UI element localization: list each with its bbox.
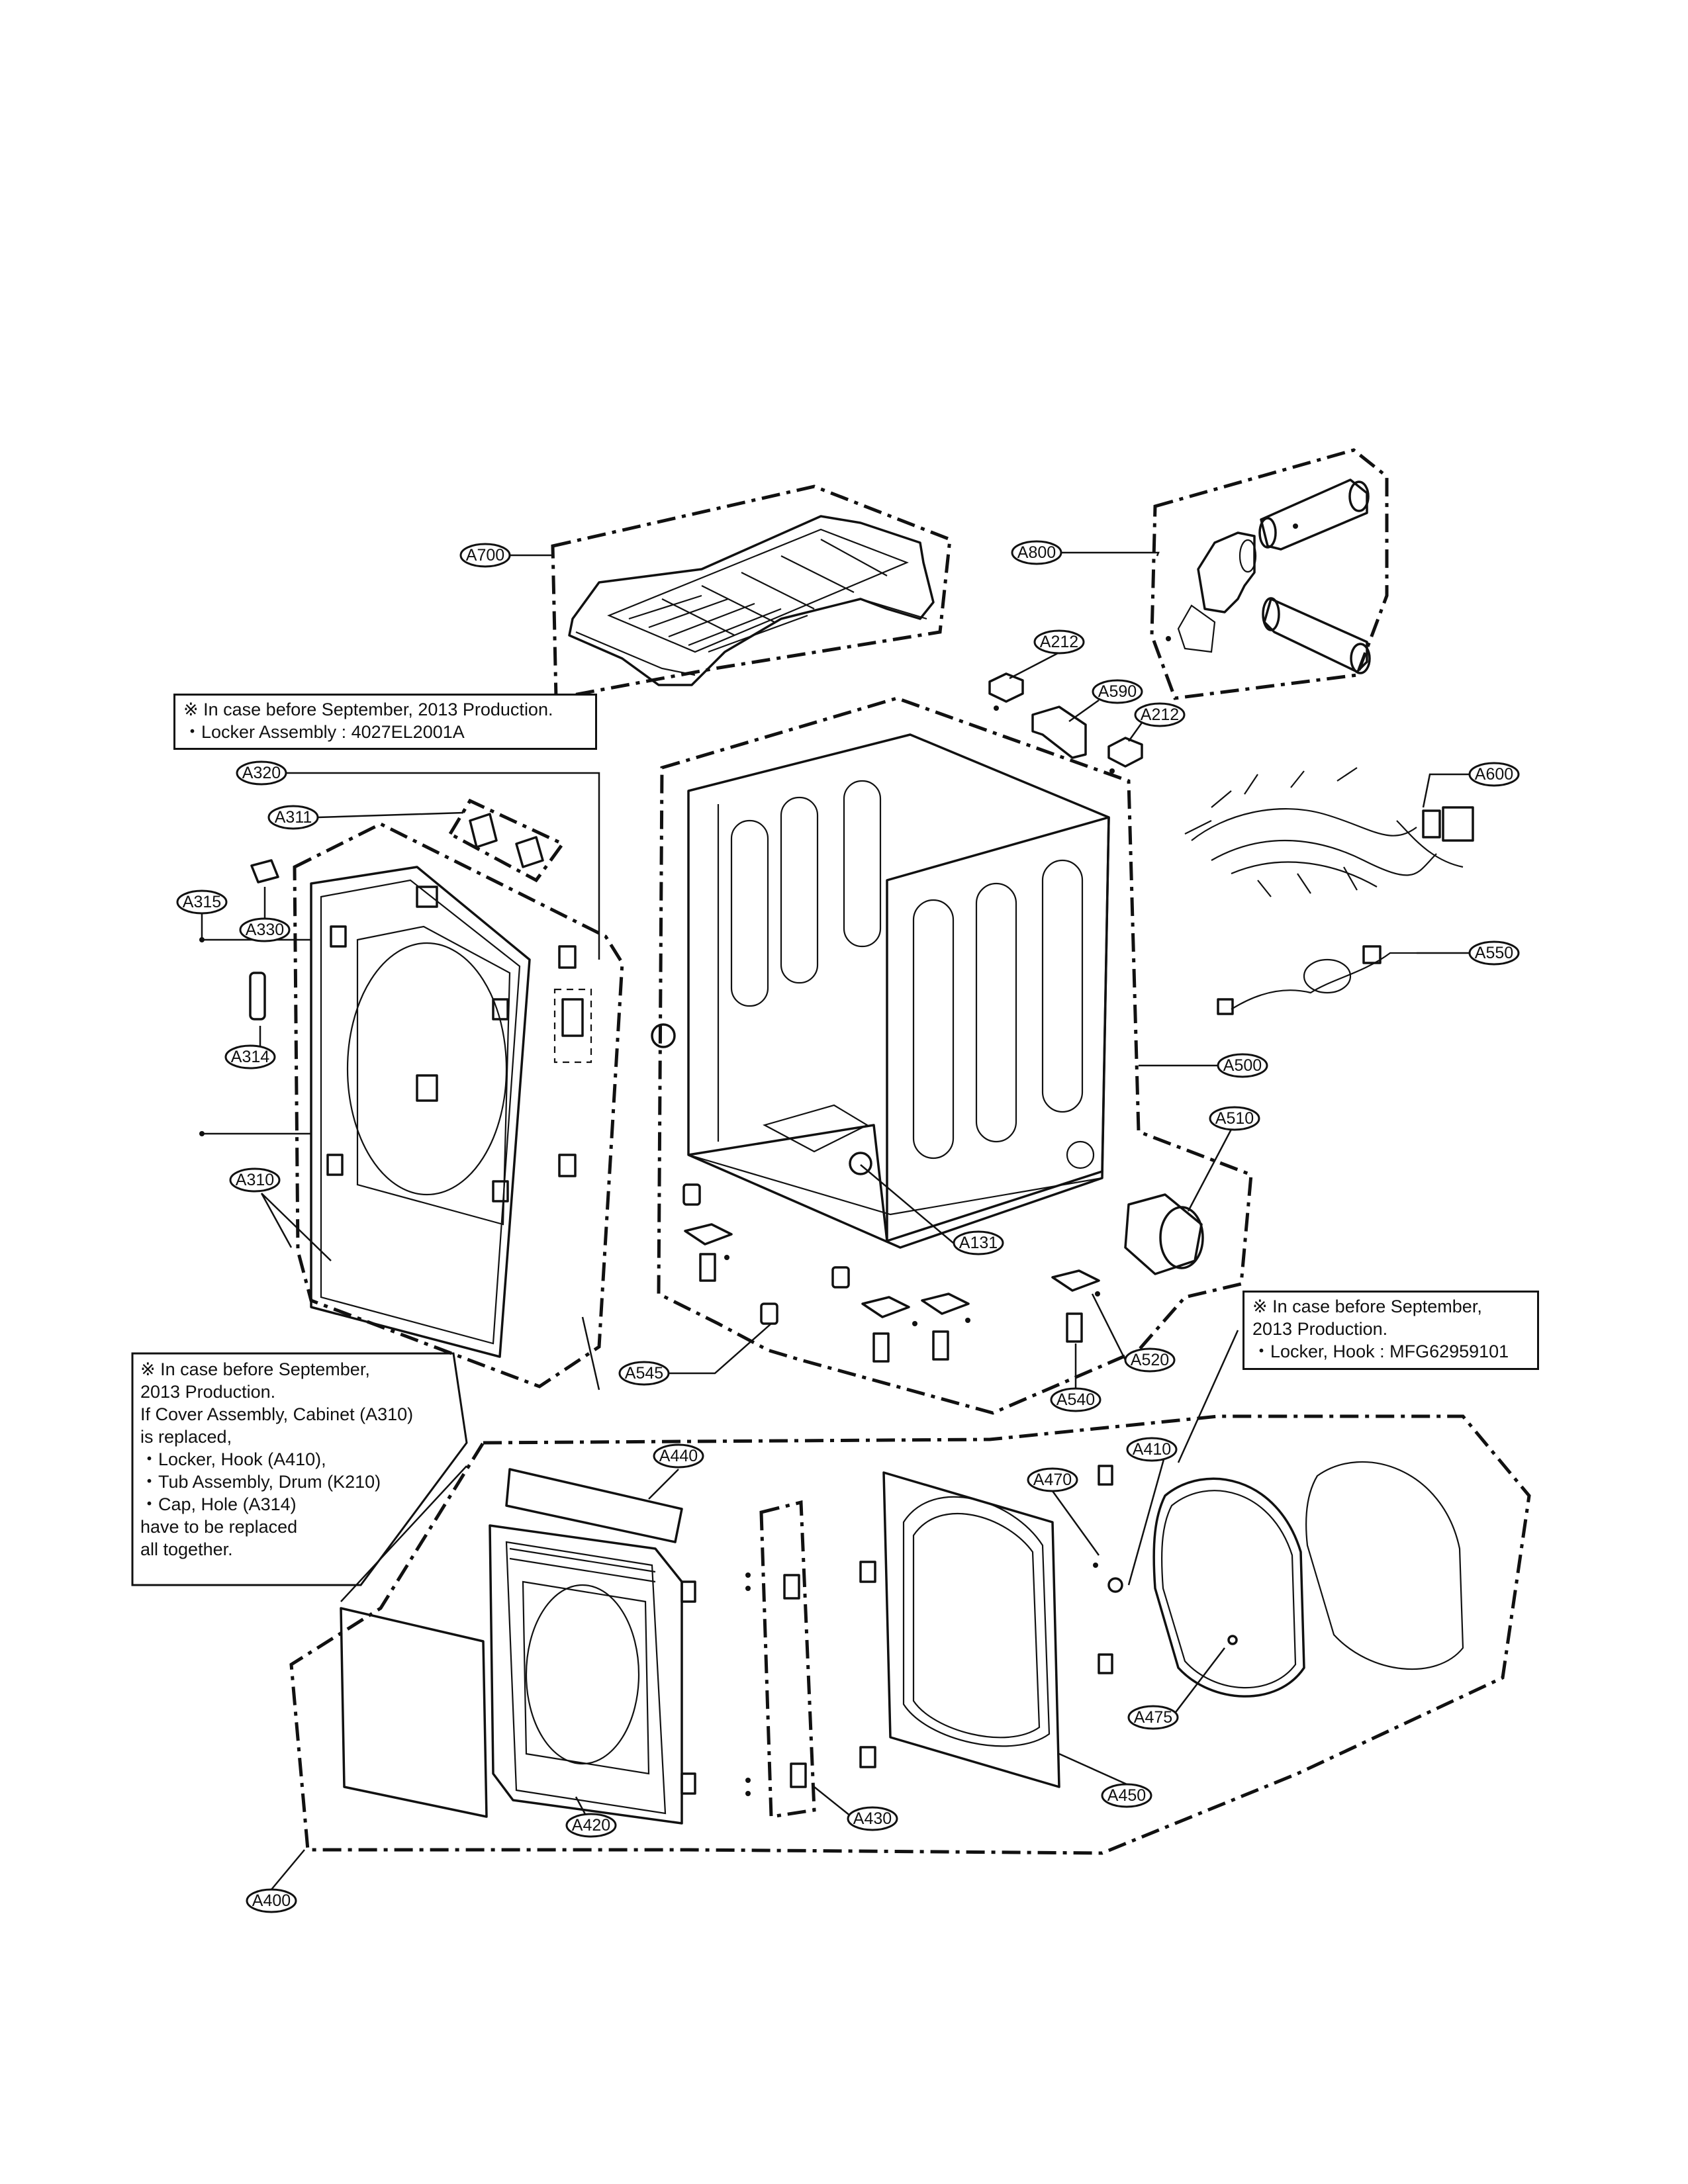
svg-text:A520: A520 xyxy=(1131,1351,1169,1369)
svg-text:A545: A545 xyxy=(625,1364,663,1383)
note-line: 2013 Production. xyxy=(1252,1319,1388,1339)
note-line: is replaced, xyxy=(140,1427,232,1447)
svg-text:A475: A475 xyxy=(1134,1708,1172,1727)
note-replacement-parts: ※ In case before September, 2013 Product… xyxy=(140,1358,458,1561)
svg-text:A430: A430 xyxy=(853,1809,892,1828)
callout-a131: A131 xyxy=(953,1230,1004,1255)
svg-text:A470: A470 xyxy=(1033,1471,1072,1489)
callout-a590: A590 xyxy=(1092,679,1143,704)
note-line: 2013 Production. xyxy=(140,1382,276,1402)
callout-a700: A700 xyxy=(459,543,511,568)
group-boundary-a800 xyxy=(1150,448,1389,700)
svg-text:A800: A800 xyxy=(1017,543,1056,562)
callout-a330: A330 xyxy=(239,917,291,942)
svg-text:A400: A400 xyxy=(252,1891,291,1910)
svg-text:A590: A590 xyxy=(1098,682,1137,701)
note-line: all together. xyxy=(140,1539,233,1559)
bracket-parts xyxy=(988,672,1143,774)
note-line: ・Locker Assembly : 4027EL2001A xyxy=(183,722,465,742)
callout-a500: A500 xyxy=(1217,1053,1268,1078)
svg-text:A550: A550 xyxy=(1475,944,1513,962)
svg-text:A600: A600 xyxy=(1475,765,1513,784)
callout-a510: A510 xyxy=(1209,1106,1260,1131)
svg-text:A330: A330 xyxy=(246,921,284,939)
group-boundary-a310 xyxy=(293,822,624,1388)
callout-a420: A420 xyxy=(565,1813,617,1838)
callout-a410: A410 xyxy=(1126,1437,1178,1462)
callout-a550: A550 xyxy=(1468,940,1520,966)
svg-text:A320: A320 xyxy=(242,764,281,782)
svg-text:A311: A311 xyxy=(275,808,312,827)
callout-a440: A440 xyxy=(653,1443,704,1469)
svg-text:A420: A420 xyxy=(572,1816,610,1835)
duct-kit-part xyxy=(1166,478,1371,674)
exhaust-duct-part xyxy=(1124,1193,1204,1275)
group-boundary-a400 xyxy=(289,1414,1531,1855)
leveling-feet-parts xyxy=(682,1183,1100,1363)
small-bracket-parts xyxy=(199,798,565,1136)
svg-text:A315: A315 xyxy=(183,893,221,911)
svg-text:A314: A314 xyxy=(231,1048,269,1066)
leader-lines xyxy=(201,551,1470,1890)
callout-a315: A315 xyxy=(176,889,228,915)
callout-a430: A430 xyxy=(847,1806,898,1831)
note-line: ・Locker, Hook (A410), xyxy=(140,1449,326,1469)
callout-a545: A545 xyxy=(618,1361,670,1386)
front-cover-cabinet-part xyxy=(310,866,592,1358)
callout-a520: A520 xyxy=(1124,1347,1176,1373)
note-line: ※ In case before September, xyxy=(1252,1297,1482,1316)
callout-a475: A475 xyxy=(1127,1705,1179,1730)
note-locker-hook: ※ In case before September, 2013 Product… xyxy=(1243,1291,1539,1370)
callout-a400: A400 xyxy=(246,1888,297,1913)
svg-text:A440: A440 xyxy=(659,1447,698,1465)
callout-a450: A450 xyxy=(1101,1783,1152,1808)
callout-a212-upper: A212 xyxy=(1033,629,1085,655)
note-line: ・Locker, Hook : MFG62959101 xyxy=(1252,1342,1509,1361)
svg-text:A540: A540 xyxy=(1056,1390,1095,1409)
top-cover-part xyxy=(568,515,935,686)
callout-a600: A600 xyxy=(1468,762,1520,787)
note-line: ※ In case before September, 2013 Product… xyxy=(183,700,553,719)
callout-a212-lower: A212 xyxy=(1134,702,1186,727)
door-assembly-part xyxy=(340,1461,1464,1825)
svg-text:A450: A450 xyxy=(1107,1786,1146,1805)
callout-a470: A470 xyxy=(1027,1467,1078,1492)
note-line: have to be replaced xyxy=(140,1517,298,1537)
callout-a320: A320 xyxy=(236,760,287,786)
svg-text:A310: A310 xyxy=(236,1171,274,1189)
note-locker-assembly: ※ In case before September, 2013 Product… xyxy=(173,694,597,750)
group-boundary-a500 xyxy=(657,696,1253,1415)
svg-text:A131: A131 xyxy=(959,1234,998,1252)
svg-text:A700: A700 xyxy=(466,546,504,565)
svg-text:A212: A212 xyxy=(1141,705,1179,724)
note-line: ・Tub Assembly, Drum (K210) xyxy=(140,1472,381,1492)
cabinet-part xyxy=(651,733,1110,1249)
svg-text:A510: A510 xyxy=(1215,1109,1254,1128)
group-boundary-a700 xyxy=(551,484,952,701)
callout-a314: A314 xyxy=(224,1044,276,1069)
svg-text:A410: A410 xyxy=(1133,1440,1171,1459)
callout-a540: A540 xyxy=(1050,1387,1102,1412)
callout-a310: A310 xyxy=(229,1167,281,1193)
note-line: If Cover Assembly, Cabinet (A310) xyxy=(140,1404,414,1424)
note-line: ・Cap, Hole (A314) xyxy=(140,1494,297,1514)
callout-a800: A800 xyxy=(1011,540,1062,565)
svg-text:A500: A500 xyxy=(1223,1056,1262,1075)
note-line: ※ In case before September, xyxy=(140,1359,370,1379)
wire-harness-part xyxy=(1184,767,1474,1015)
svg-text:A212: A212 xyxy=(1040,633,1078,651)
callout-a311: A311 xyxy=(267,805,319,830)
